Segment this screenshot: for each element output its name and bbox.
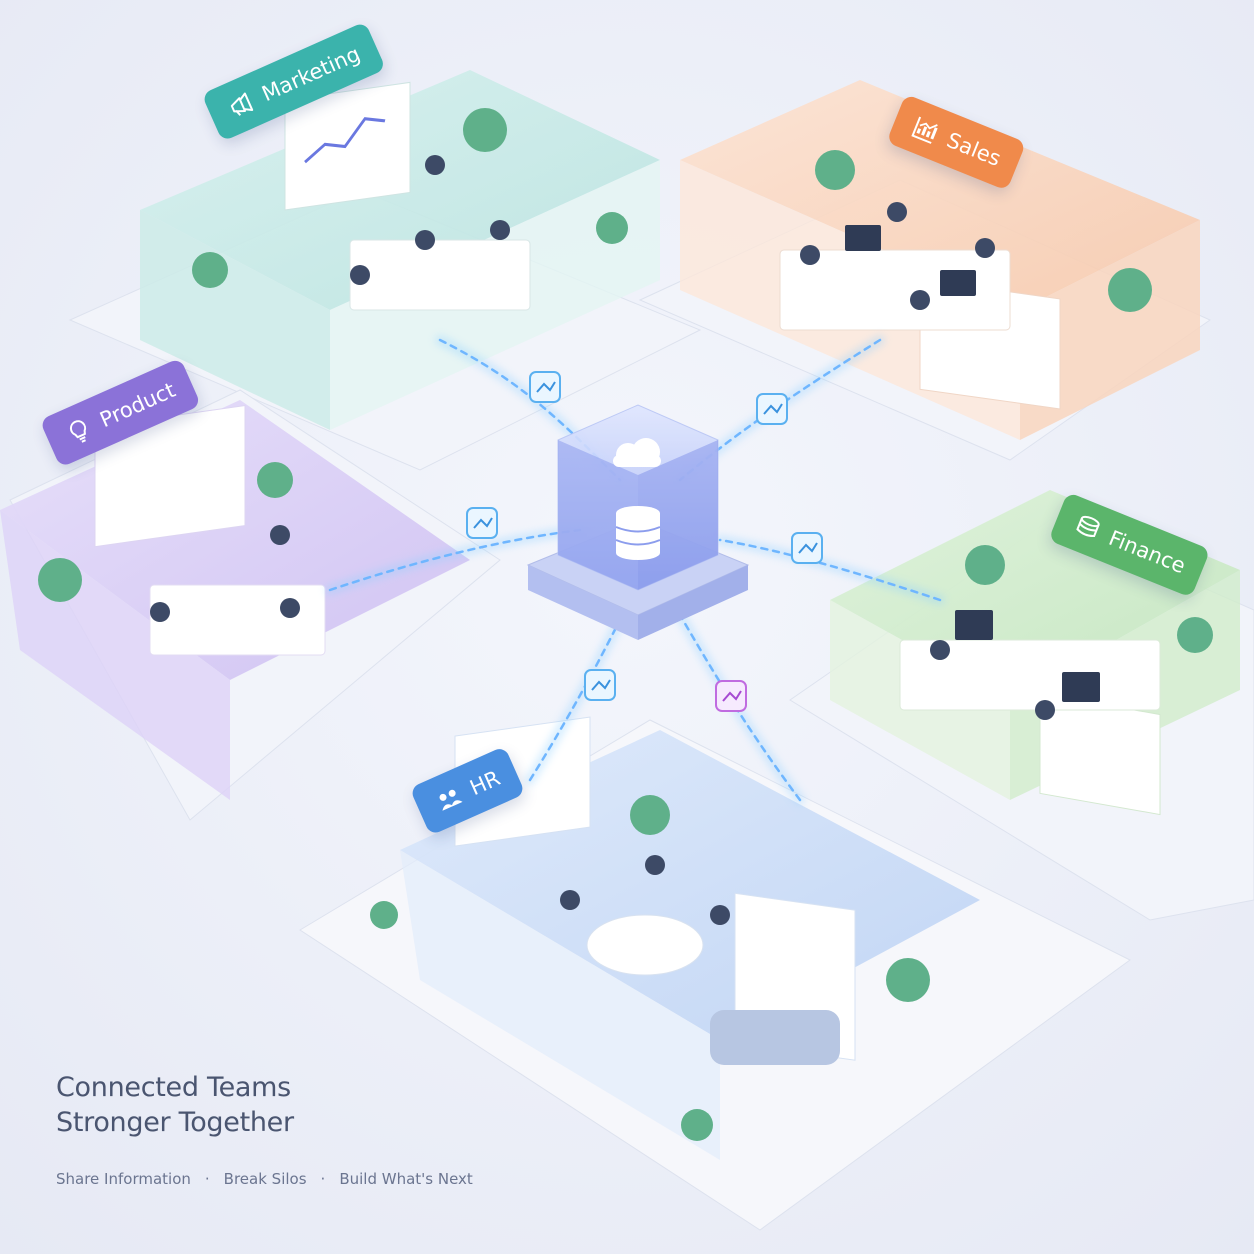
tag-label: Sales	[943, 127, 1005, 172]
room-hr	[370, 716, 980, 1160]
tag-sales: Sales	[886, 93, 1027, 191]
document-badge-icon	[756, 393, 788, 425]
headline-line-1: Connected Teams	[56, 1072, 291, 1103]
separator: ·	[320, 1170, 326, 1188]
tagline-item: Break Silos	[223, 1170, 307, 1188]
megaphone-icon	[223, 87, 260, 124]
chart-icon	[907, 112, 943, 148]
people-icon	[431, 781, 468, 818]
document-badge-icon	[791, 532, 823, 564]
tag-hr: HR	[409, 745, 526, 836]
tagline-item: Share Information	[56, 1170, 191, 1188]
separator: ·	[204, 1170, 210, 1188]
central-data-hub	[526, 404, 750, 640]
caption: Connected Teams Stronger Together Share …	[56, 1070, 473, 1188]
document-badge-icon	[466, 507, 498, 539]
cloud-database-icon	[613, 438, 661, 560]
headline-line-2: Stronger Together	[56, 1107, 294, 1138]
room-marketing	[140, 70, 660, 430]
room-sales	[680, 80, 1200, 440]
coins-icon	[1069, 510, 1105, 546]
tag-marketing: Marketing	[201, 21, 386, 142]
document-badge-icon	[584, 669, 616, 701]
document-badge-icon	[715, 680, 747, 712]
room-product	[0, 400, 470, 800]
lightbulb-icon	[61, 413, 98, 450]
document-badge-icon	[529, 371, 561, 403]
tagline-item: Build What's Next	[339, 1170, 473, 1188]
data-badges	[466, 371, 823, 712]
tag-product: Product	[39, 357, 202, 468]
tag-label: HR	[466, 765, 504, 801]
tagline: Share Information · Break Silos · Build …	[56, 1170, 473, 1188]
tag-finance: Finance	[1048, 491, 1211, 598]
